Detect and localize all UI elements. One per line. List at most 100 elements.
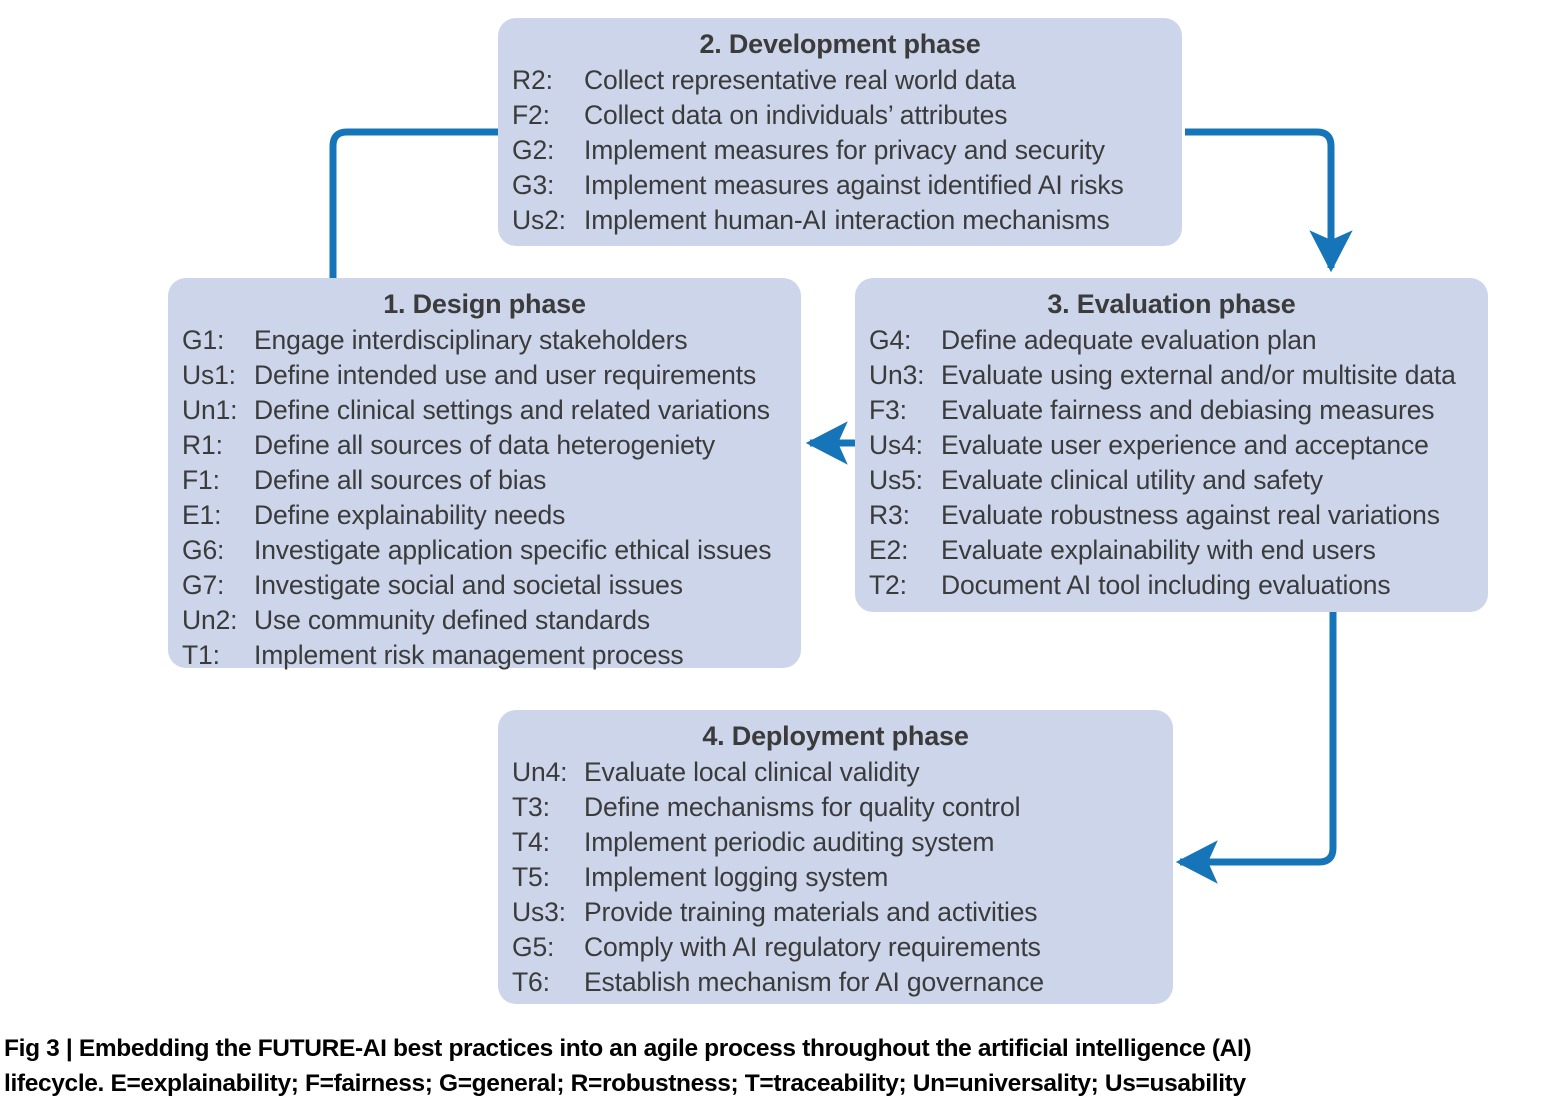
practice-row: Us5: Evaluate clinical utility and safet… bbox=[869, 463, 1474, 498]
practice-code: G4: bbox=[869, 324, 912, 355]
practice-code: E2: bbox=[869, 534, 909, 565]
practice-text: Implement measures against identified AI… bbox=[584, 169, 1124, 200]
practice-code: Un2: bbox=[182, 604, 238, 635]
practice-row: Un3: Evaluate using external and/or mult… bbox=[869, 358, 1474, 393]
practice-list-evaluation: G4: Define adequate evaluation plan Un3:… bbox=[869, 323, 1474, 603]
arrow-evaluation-to-deployment bbox=[1175, 612, 1337, 884]
practice-text: Define mechanisms for quality control bbox=[584, 791, 1021, 822]
practice-text: Evaluate clinical utility and safety bbox=[941, 464, 1323, 495]
practice-row: Un1: Define clinical settings and relate… bbox=[182, 393, 787, 428]
practice-text: Establish mechanism for AI governance bbox=[584, 966, 1044, 997]
practice-code: G2: bbox=[512, 134, 555, 165]
practice-row: Un2: Use community defined standards bbox=[182, 603, 787, 638]
practice-code: R1: bbox=[182, 429, 223, 460]
practice-code: R2: bbox=[512, 64, 553, 95]
practice-code: T4: bbox=[512, 826, 550, 857]
practice-text: Define clinical settings and related var… bbox=[254, 394, 770, 425]
practice-code: F3: bbox=[869, 394, 907, 425]
practice-row: Un4: Evaluate local clinical validity bbox=[512, 755, 1159, 790]
practice-text: Evaluate user experience and acceptance bbox=[941, 429, 1429, 460]
practice-row: G7: Investigate social and societal issu… bbox=[182, 568, 787, 603]
practice-text: Implement human-AI interaction mechanism… bbox=[584, 204, 1110, 235]
practice-row: G5: Comply with AI regulatory requiremen… bbox=[512, 930, 1159, 965]
practice-row: G1: Engage interdisciplinary stakeholder… bbox=[182, 323, 787, 358]
phase-title-design: 1. Design phase bbox=[383, 289, 586, 319]
caption-line-2: lifecycle. E=explainability; F=fairness;… bbox=[4, 1069, 1246, 1097]
practice-code: R3: bbox=[869, 499, 910, 530]
practice-code: G5: bbox=[512, 931, 555, 962]
practice-code: T2: bbox=[869, 569, 907, 600]
practice-row: F1: Define all sources of bias bbox=[182, 463, 787, 498]
practice-row: R1: Define all sources of data heterogen… bbox=[182, 428, 787, 463]
practice-row: Us2: Implement human-AI interaction mech… bbox=[512, 203, 1168, 238]
practice-row: Us3: Provide training materials and acti… bbox=[512, 895, 1159, 930]
practice-row: R2: Collect representative real world da… bbox=[512, 63, 1168, 98]
practice-code: F1: bbox=[182, 464, 220, 495]
practice-text: Evaluate explainability with end users bbox=[941, 534, 1376, 565]
practice-code: G7: bbox=[182, 569, 225, 600]
practice-row: T5: Implement logging system bbox=[512, 860, 1159, 895]
practice-code: Un1: bbox=[182, 394, 238, 425]
practice-row: F3: Evaluate fairness and debiasing meas… bbox=[869, 393, 1474, 428]
phase-box-deployment[interactable]: 4. Deployment phase Un4: Evaluate local … bbox=[498, 710, 1173, 1004]
practice-row: E2: Evaluate explainability with end use… bbox=[869, 533, 1474, 568]
practice-code: T6: bbox=[512, 966, 550, 997]
practice-list-deployment: Un4: Evaluate local clinical validity T3… bbox=[512, 755, 1159, 1000]
phase-box-evaluation[interactable]: 3. Evaluation phase G4: Define adequate … bbox=[855, 278, 1488, 612]
practice-row: Us1: Define intended use and user requir… bbox=[182, 358, 787, 393]
practice-text: Define adequate evaluation plan bbox=[941, 324, 1317, 355]
practice-row: T1: Implement risk management process bbox=[182, 638, 787, 673]
practice-text: Define all sources of bias bbox=[254, 464, 547, 495]
phase-box-design[interactable]: 1. Design phase G1: Engage interdiscipli… bbox=[168, 278, 801, 670]
practice-row: T6: Establish mechanism for AI governanc… bbox=[512, 965, 1159, 1000]
practice-code: T3: bbox=[512, 791, 550, 822]
practice-code: Un4: bbox=[512, 756, 568, 787]
practice-code: Us4: bbox=[869, 429, 923, 460]
phase-title-deployment: 4. Deployment phase bbox=[702, 721, 969, 751]
practice-text: Define all sources of data heterogeniety bbox=[254, 429, 715, 460]
practice-row: G3: Implement measures against identifie… bbox=[512, 168, 1168, 203]
practice-row: R3: Evaluate robustness against real var… bbox=[869, 498, 1474, 533]
figure-caption: Fig 3 | Embedding the FUTURE-AI best pra… bbox=[4, 1032, 1550, 1102]
practice-code: G1: bbox=[182, 324, 225, 355]
practice-text: Define intended use and user requirement… bbox=[254, 359, 757, 390]
practice-text: Collect data on individuals’ attributes bbox=[584, 99, 1008, 130]
practice-row: T2: Document AI tool including evaluatio… bbox=[869, 568, 1474, 603]
practice-code: T1: bbox=[182, 639, 220, 670]
practice-row: F2: Collect data on individuals’ attribu… bbox=[512, 98, 1168, 133]
practice-code: Us3: bbox=[512, 896, 566, 927]
arrow-development-to-evaluation bbox=[1185, 128, 1353, 273]
practice-code: Un3: bbox=[869, 359, 925, 390]
practice-list-design: G1: Engage interdisciplinary stakeholder… bbox=[182, 323, 787, 673]
practice-list-development: R2: Collect representative real world da… bbox=[512, 63, 1168, 238]
practice-text: Evaluate robustness against real variati… bbox=[941, 499, 1440, 530]
practice-text: Document AI tool including evaluations bbox=[941, 569, 1391, 600]
practice-code: G6: bbox=[182, 534, 225, 565]
practice-text: Investigate application specific ethical… bbox=[254, 534, 772, 565]
practice-text: Engage interdisciplinary stakeholders bbox=[254, 324, 688, 355]
practice-text: Comply with AI regulatory requirements bbox=[584, 931, 1041, 962]
practice-text: Implement measures for privacy and secur… bbox=[584, 134, 1105, 165]
practice-code: E1: bbox=[182, 499, 222, 530]
practice-text: Implement periodic auditing system bbox=[584, 826, 995, 857]
practice-row: G4: Define adequate evaluation plan bbox=[869, 323, 1474, 358]
practice-row: T3: Define mechanisms for quality contro… bbox=[512, 790, 1159, 825]
practice-text: Implement risk management process bbox=[254, 639, 684, 670]
practice-text: Investigate social and societal issues bbox=[254, 569, 683, 600]
caption-line-1: Fig 3 | Embedding the FUTURE-AI best pra… bbox=[4, 1035, 1252, 1062]
phase-box-development[interactable]: 2. Development phase R2: Collect represe… bbox=[498, 18, 1182, 246]
practice-code: Us5: bbox=[869, 464, 923, 495]
practice-row: Us4: Evaluate user experience and accept… bbox=[869, 428, 1474, 463]
practice-text: Provide training materials and activitie… bbox=[584, 896, 1038, 927]
practice-text: Evaluate using external and/or multisite… bbox=[941, 359, 1456, 390]
practice-row: E1: Define explainability needs bbox=[182, 498, 787, 533]
practice-code: Us2: bbox=[512, 204, 566, 235]
phase-title-evaluation: 3. Evaluation phase bbox=[1047, 289, 1296, 319]
phase-title-development: 2. Development phase bbox=[699, 29, 981, 59]
practice-code: F2: bbox=[512, 99, 550, 130]
practice-text: Implement logging system bbox=[584, 861, 889, 892]
practice-text: Collect representative real world data bbox=[584, 64, 1016, 95]
practice-row: T4: Implement periodic auditing system bbox=[512, 825, 1159, 860]
practice-row: G6: Investigate application specific eth… bbox=[182, 533, 787, 568]
